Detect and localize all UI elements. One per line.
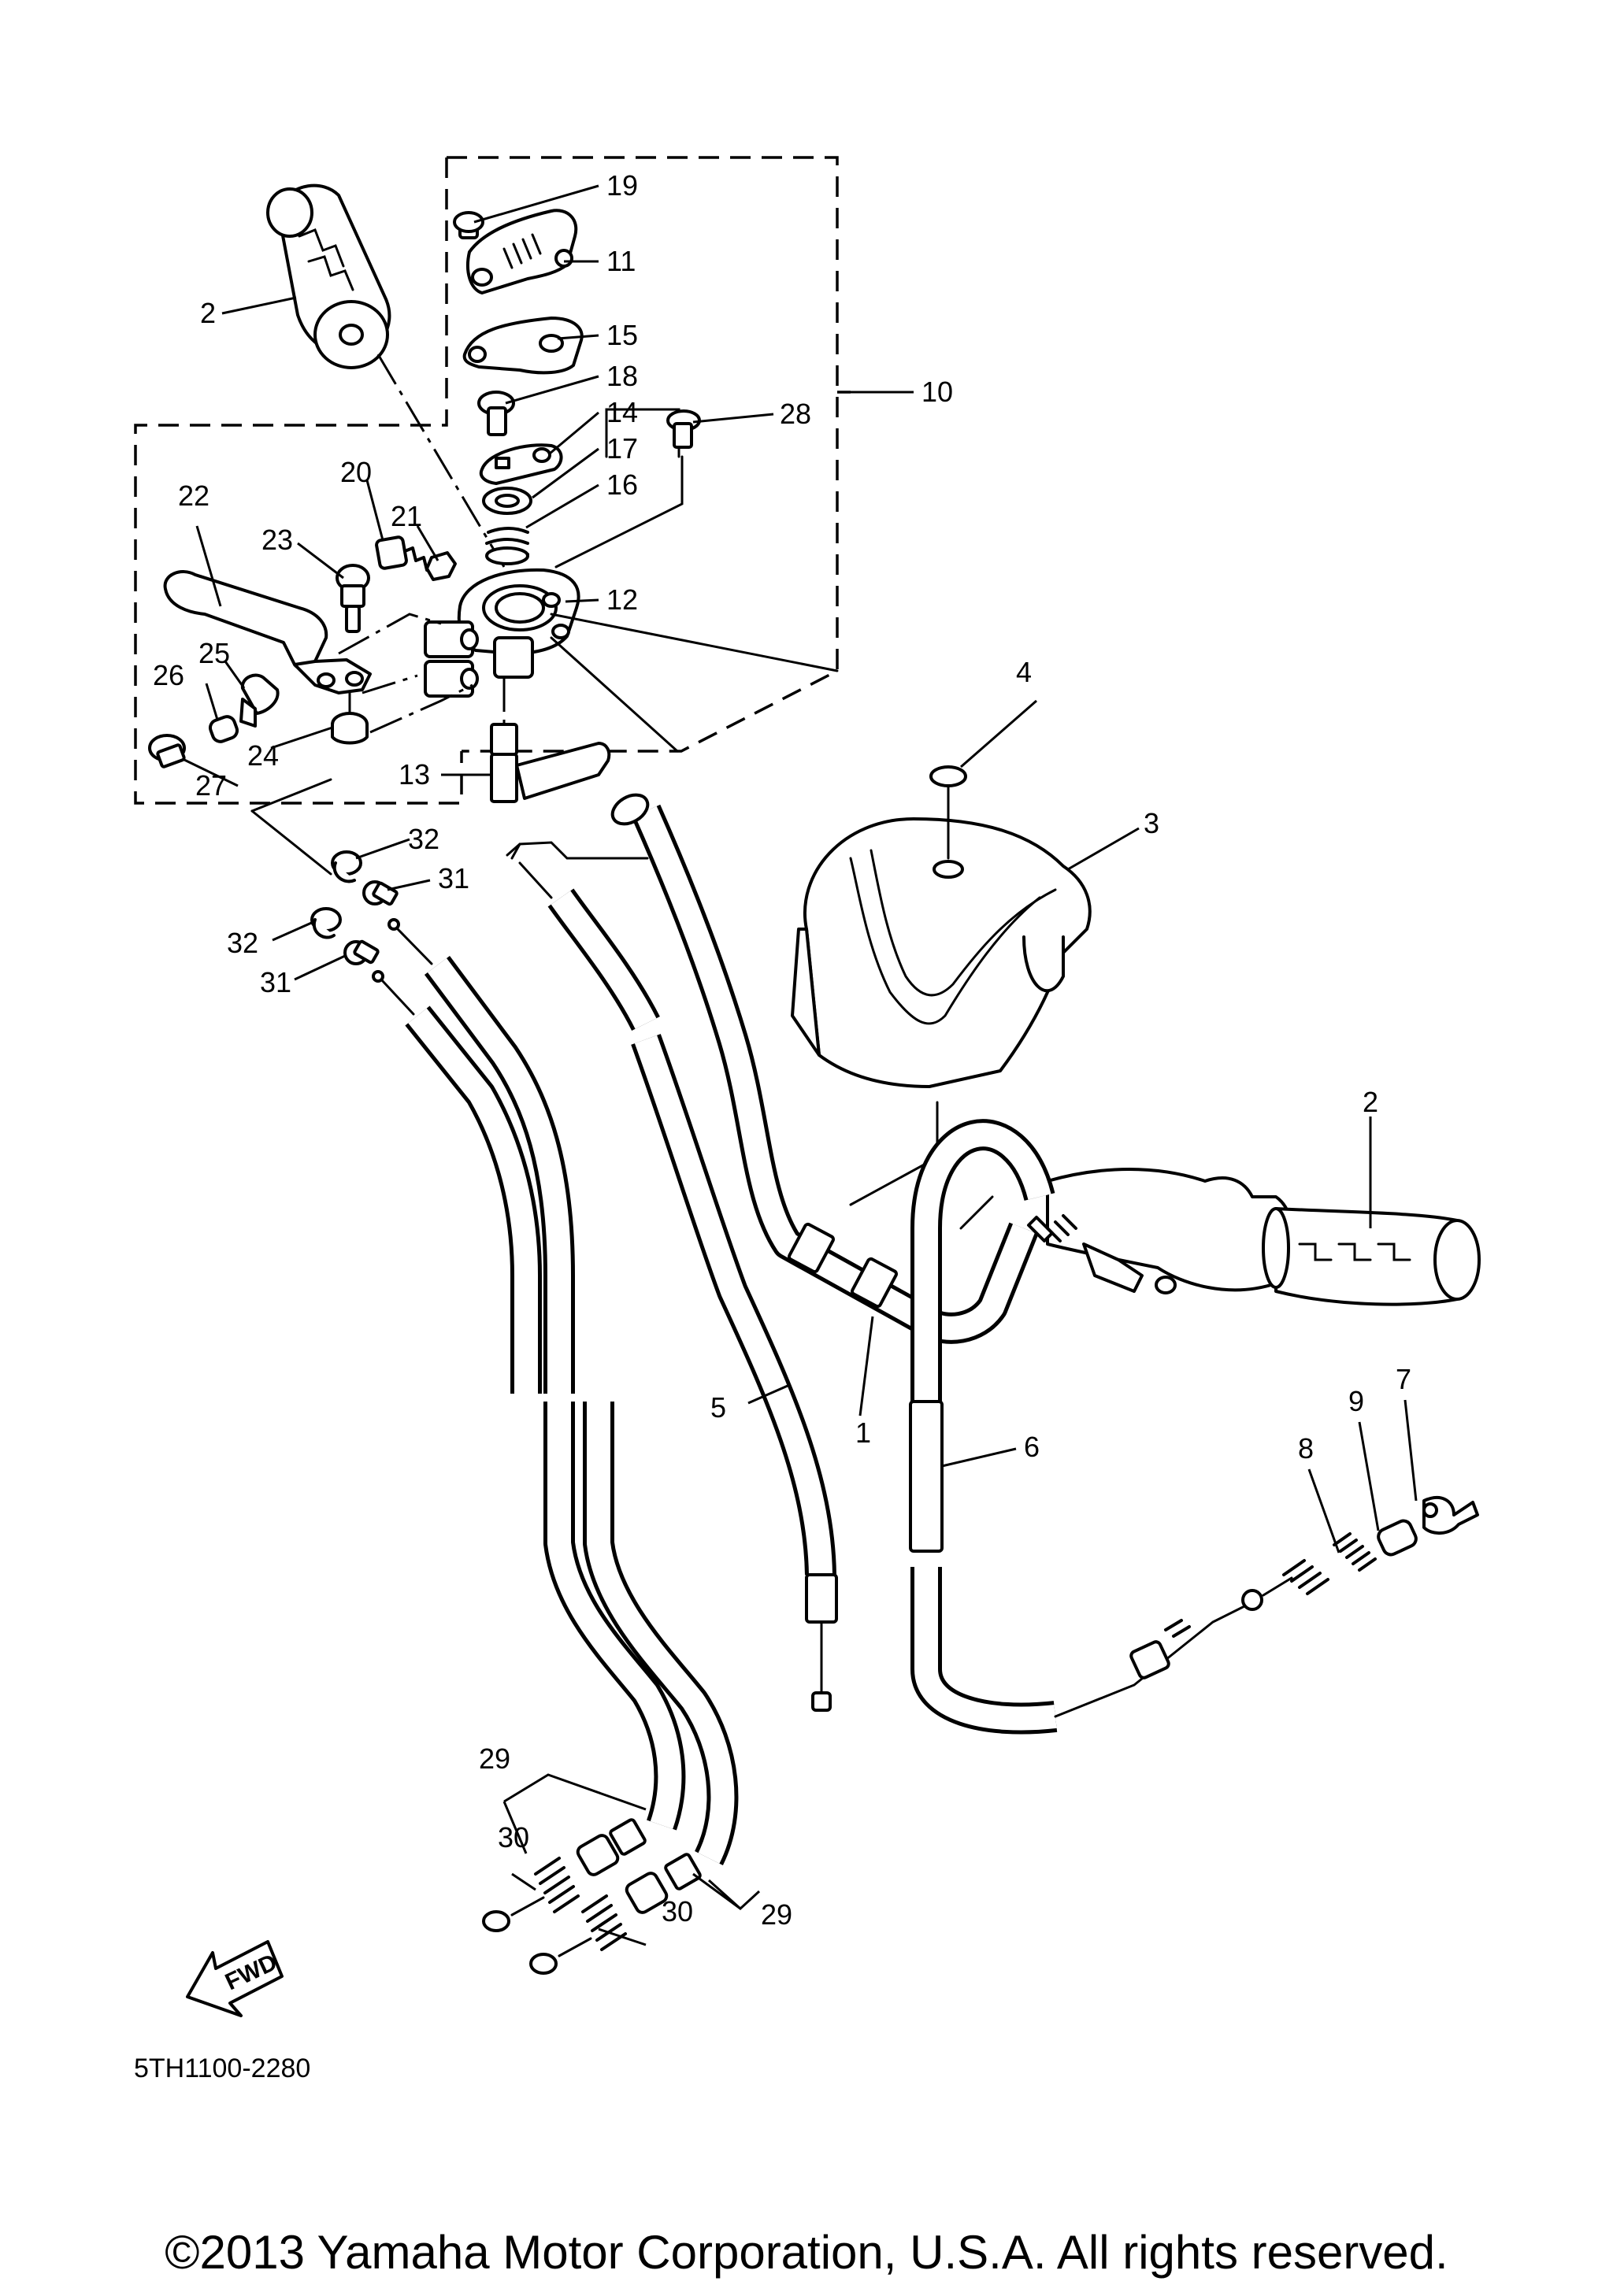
callout-22: 22: [178, 480, 210, 512]
throttle-cable: [506, 841, 838, 1712]
callout-27: 27: [195, 769, 227, 802]
copyright-notice: ©2013 Yamaha Motor Corporation, U.S.A. A…: [165, 2226, 1448, 2279]
left-grip: [266, 183, 506, 568]
lever-pivot-parts: [148, 673, 473, 768]
callout-20: 20: [340, 456, 372, 488]
lever-bolts: [336, 535, 457, 633]
callout-28: 28: [780, 398, 811, 430]
callout-2-left-grip: 2: [200, 297, 216, 329]
forward-direction-arrow: FWD: [186, 1940, 284, 2017]
throttle-shaft: [490, 677, 611, 803]
handlebar: [610, 793, 1039, 1344]
callout-13: 13: [399, 758, 430, 791]
callout-30-lower: 30: [662, 1895, 693, 1928]
callout-15: 15: [606, 319, 638, 351]
callout-32-upper: 32: [408, 823, 439, 855]
callout-3: 3: [1144, 807, 1159, 839]
callout-11: 11: [606, 245, 636, 277]
callout-1: 1: [855, 1416, 871, 1449]
callout-9: 9: [1348, 1385, 1364, 1417]
callout-2-right-grip: 2: [1363, 1086, 1378, 1118]
diagram-code: 5TH1100-2280: [134, 2053, 310, 2083]
callout-4: 4: [1016, 656, 1032, 688]
handlebar-cover: [791, 765, 1092, 1206]
assembly-guide-lines: [250, 613, 839, 876]
callout-numbers: 1 2 2 3 4 5 6 7 8 9 10 11 12 13 14 15 16…: [153, 169, 1411, 1931]
brake-lever: [163, 570, 442, 694]
brake-cables: [380, 928, 739, 1865]
callout-21: 21: [391, 500, 422, 532]
callout-23: 23: [261, 524, 293, 556]
bolt-28: [554, 409, 701, 568]
callout-29-lower: 29: [761, 1898, 792, 1931]
callout-17: 17: [606, 432, 638, 465]
throttle-cover-group: [453, 209, 584, 375]
callout-26: 26: [153, 659, 184, 691]
callout-5: 5: [710, 1391, 726, 1424]
callout-32-lower: 32: [227, 927, 258, 959]
right-grip: [909, 1119, 1481, 1735]
callout-leaders: [182, 184, 1418, 1946]
throttle-spring-stack: [477, 391, 563, 565]
cable-adjusters: [310, 850, 400, 983]
callout-8: 8: [1298, 1432, 1314, 1465]
callout-19: 19: [606, 169, 638, 202]
brake-cable-ends: [482, 1818, 702, 1975]
callout-24: 24: [247, 739, 279, 772]
callout-31-lower: 31: [260, 966, 291, 998]
callout-7: 7: [1396, 1363, 1411, 1395]
callout-10: 10: [921, 376, 953, 408]
callout-18: 18: [606, 360, 638, 392]
callout-12: 12: [606, 583, 638, 616]
callout-16: 16: [606, 468, 638, 501]
throttle-housing: [424, 568, 580, 698]
callout-6: 6: [1024, 1431, 1040, 1463]
callout-31-upper: 31: [438, 862, 469, 894]
callout-29-upper: 29: [479, 1742, 510, 1775]
callout-30-upper: 30: [498, 1821, 529, 1853]
throttle-cable-end: [1054, 1496, 1479, 1718]
callout-14: 14: [606, 396, 638, 428]
callout-25: 25: [198, 637, 230, 669]
